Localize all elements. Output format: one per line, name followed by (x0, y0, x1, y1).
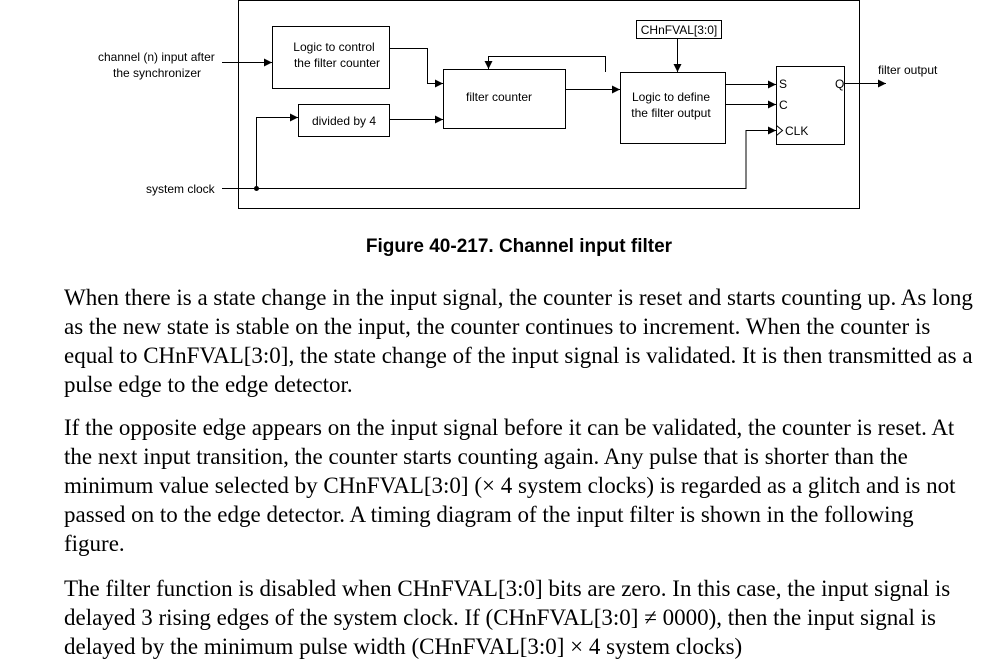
chnfval-block (636, 20, 722, 39)
logic-define-block (620, 72, 726, 144)
logic-define-label-2: the filter output (631, 106, 711, 120)
logic-control-block (272, 26, 390, 89)
filter-counter-label: filter counter (466, 90, 532, 104)
input-label-2: the synchronizer (113, 66, 201, 80)
flip-flop-block (776, 66, 845, 145)
clock-junction-dot (254, 186, 259, 191)
flip-flop-s-label: S (779, 77, 787, 91)
chnfval-label: CHnFVAL[3:0] (641, 23, 717, 37)
channel-input-filter-diagram: Logic to control the filter counter divi… (98, 0, 938, 209)
flip-flop-clk-label: CLK (785, 124, 808, 138)
divider-block (298, 104, 390, 137)
feedback-wire (484, 56, 606, 72)
input-label-1: channel (n) input after (98, 50, 215, 64)
filter-counter-block (443, 69, 566, 129)
flip-flop-c-label: C (779, 98, 788, 112)
logic-control-label-1: Logic to control (293, 40, 374, 54)
divider-label: divided by 4 (312, 114, 376, 128)
system-clock-wire (222, 126, 776, 189)
paragraph-3: The filter function is disabled when CHn… (64, 576, 951, 659)
filter-output-label: filter output (878, 63, 938, 77)
logic-control-label-2: the filter counter (294, 56, 380, 70)
system-clock-label: system clock (146, 182, 216, 196)
diagram-frame (238, 0, 860, 209)
flip-flop-q-label: Q (835, 77, 844, 91)
clk-edge-triangle (776, 125, 784, 136)
paragraph-2: If the opposite edge appears on the inpu… (64, 415, 956, 556)
clock-to-divider-wire (256, 113, 298, 189)
figure-caption: Figure 40-217. Channel input filter (365, 236, 673, 257)
paragraph-1: When there is a state change in the inpu… (64, 285, 973, 397)
control-to-counter-wire (389, 48, 443, 88)
logic-define-label-1: Logic to define (632, 90, 710, 104)
